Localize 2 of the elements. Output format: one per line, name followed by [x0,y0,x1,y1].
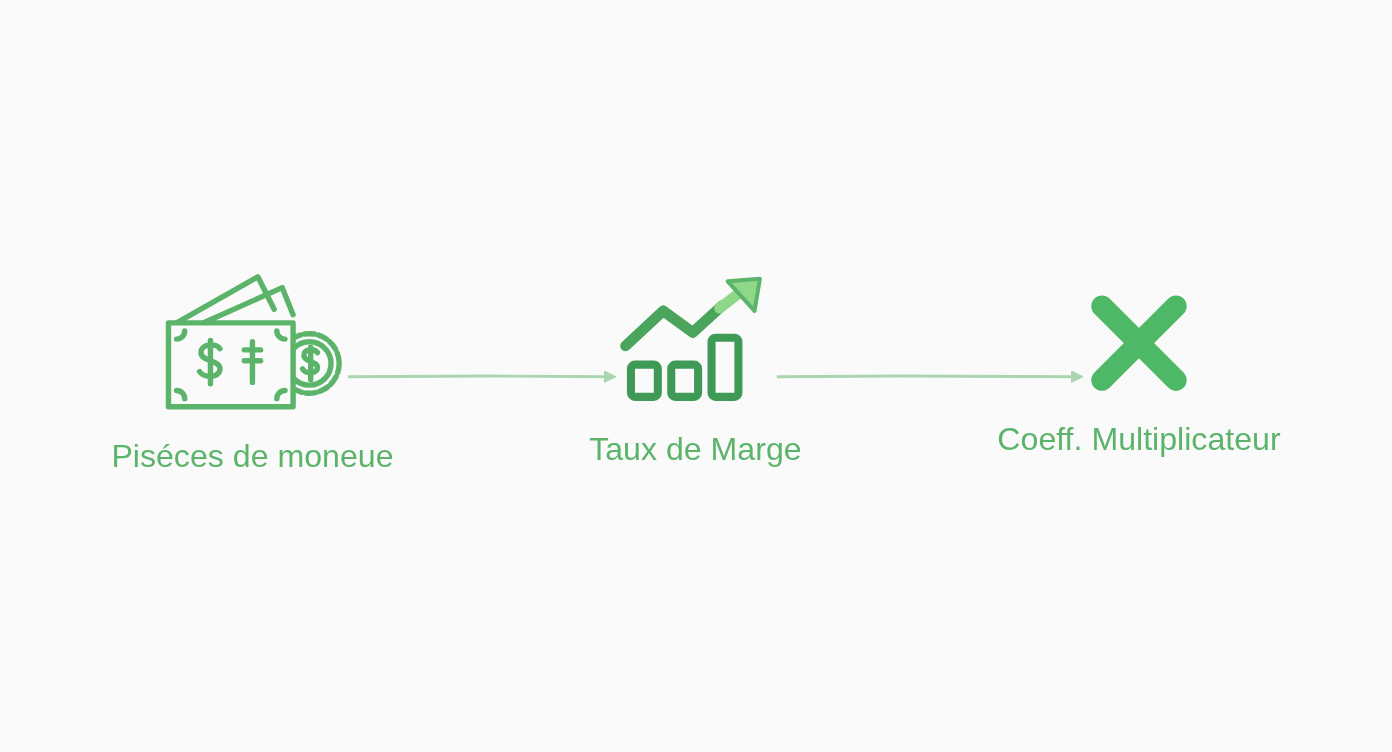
arrow [776,370,1084,384]
arrow [348,370,617,384]
